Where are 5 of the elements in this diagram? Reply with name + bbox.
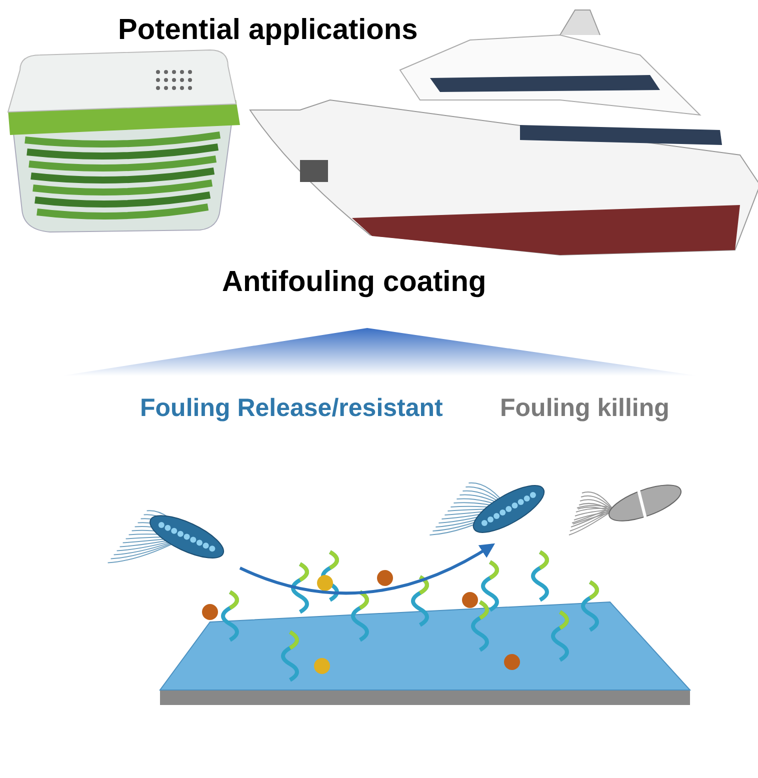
heading: Antifouling coating: [222, 266, 486, 299]
category-label: Fouling killing: [500, 394, 670, 423]
category-label: Fouling Release/resistant: [140, 394, 443, 423]
title: Potential applications: [118, 14, 418, 47]
arrow: [239, 543, 496, 595]
